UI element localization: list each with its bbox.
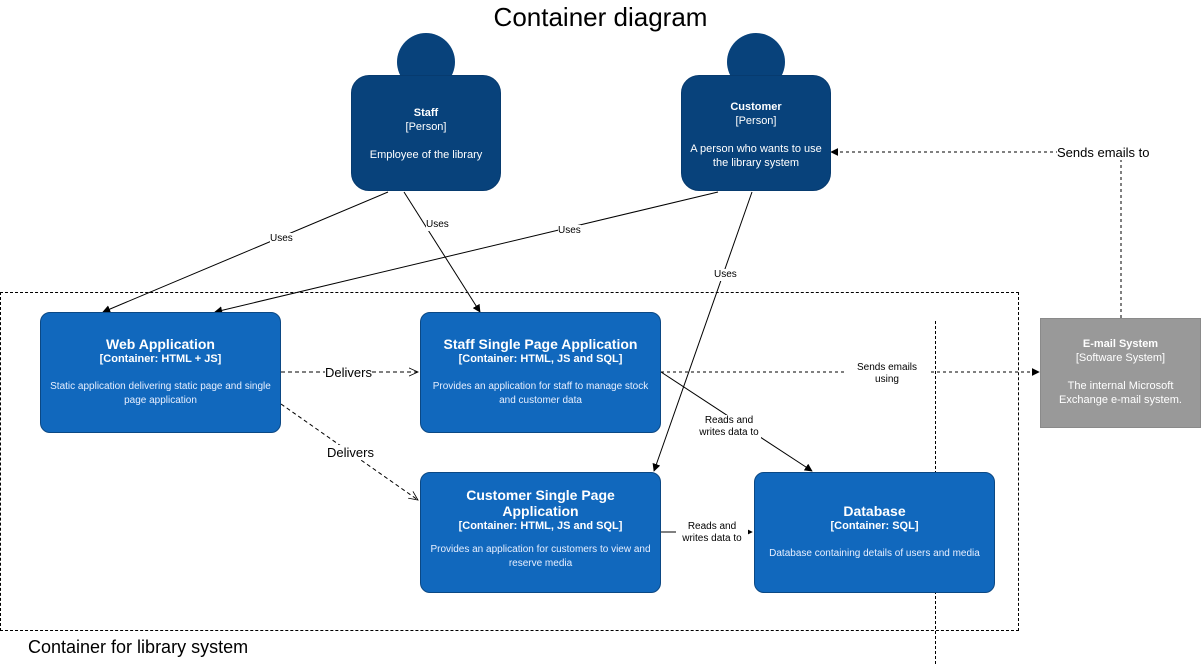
system-kind: [Software System] (1075, 352, 1166, 364)
diagram-title: Container diagram (493, 2, 708, 32)
container-kind: [Container: HTML, JS and SQL] (458, 353, 623, 365)
container-kind: [Container: SQL] (830, 520, 919, 532)
container-name: Staff Single Page Application (443, 336, 638, 352)
system-name: E-mail System (1082, 338, 1159, 350)
container-description: Provides an application for staff to man… (432, 381, 649, 406)
container-description: Provides an application for customers to… (430, 544, 651, 569)
edge-customer-web (214, 191, 719, 315)
person-customer[interactable]: Customer [Person] A person who wants to … (681, 33, 831, 193)
system-boundary (0, 292, 1019, 631)
edge-label-customerspa-db: Reads and writes data to (676, 521, 748, 545)
container-kind: [Container: HTML, JS and SQL] (458, 520, 623, 532)
container-name: Customer Single Page Application (466, 487, 615, 519)
edge-staff-web (102, 191, 389, 313)
system-boundary-label: Container for library system (28, 637, 249, 657)
edge-staff-spa (403, 191, 481, 313)
edge-label-web-staffspa: Delivers (325, 365, 372, 380)
person-kind: [Person] (735, 115, 777, 127)
container-database[interactable]: Database [Container: SQL] Database conta… (754, 472, 995, 593)
container-staff-spa[interactable]: Staff Single Page Application [Container… (420, 312, 661, 433)
container-web-application[interactable]: Web Application [Container: HTML + JS] S… (40, 312, 281, 433)
edge-label-staff-spa: Uses (426, 219, 449, 231)
person-name: Customer (730, 101, 782, 113)
container-name: Web Application (106, 336, 215, 352)
person-name: Staff (413, 107, 439, 119)
edge-label-staffspa-db: Reads and writes data to (697, 415, 761, 439)
person-body: Staff [Person] Employee of the library (351, 75, 501, 191)
edge-label-staffspa-email: Sends emails using (846, 362, 928, 386)
system-description: The internal Microsoft Exchange e-mail s… (1059, 380, 1182, 406)
edge-label-customer-web: Uses (558, 225, 581, 237)
person-description: Employee of the library (369, 149, 483, 161)
edge-label-web-customerspa: Delivers (327, 445, 374, 460)
container-kind: [Container: HTML + JS] (99, 353, 222, 365)
edge-label-customer-spa: Uses (714, 269, 737, 281)
person-kind: [Person] (405, 121, 447, 133)
edge-label-staff-web: Uses (270, 233, 293, 245)
edge-customer-spa (652, 191, 753, 472)
container-description: Static application delivering static pag… (50, 381, 271, 406)
person-body: Customer [Person] A person who wants to … (681, 75, 831, 191)
person-description: A person who wants to use the library sy… (690, 143, 822, 169)
edge-label-email-customer: Sends emails to (1057, 145, 1150, 160)
container-description: Database containing details of users and… (769, 548, 980, 559)
container-name: Database (843, 503, 906, 519)
edge-email-customer (830, 148, 1122, 318)
external-email-system[interactable]: E-mail System [Software System] The inte… (1040, 318, 1201, 428)
person-staff[interactable]: Staff [Person] Employee of the library (351, 33, 501, 193)
container-customer-spa[interactable]: Customer Single Page Application [Contai… (420, 472, 661, 593)
